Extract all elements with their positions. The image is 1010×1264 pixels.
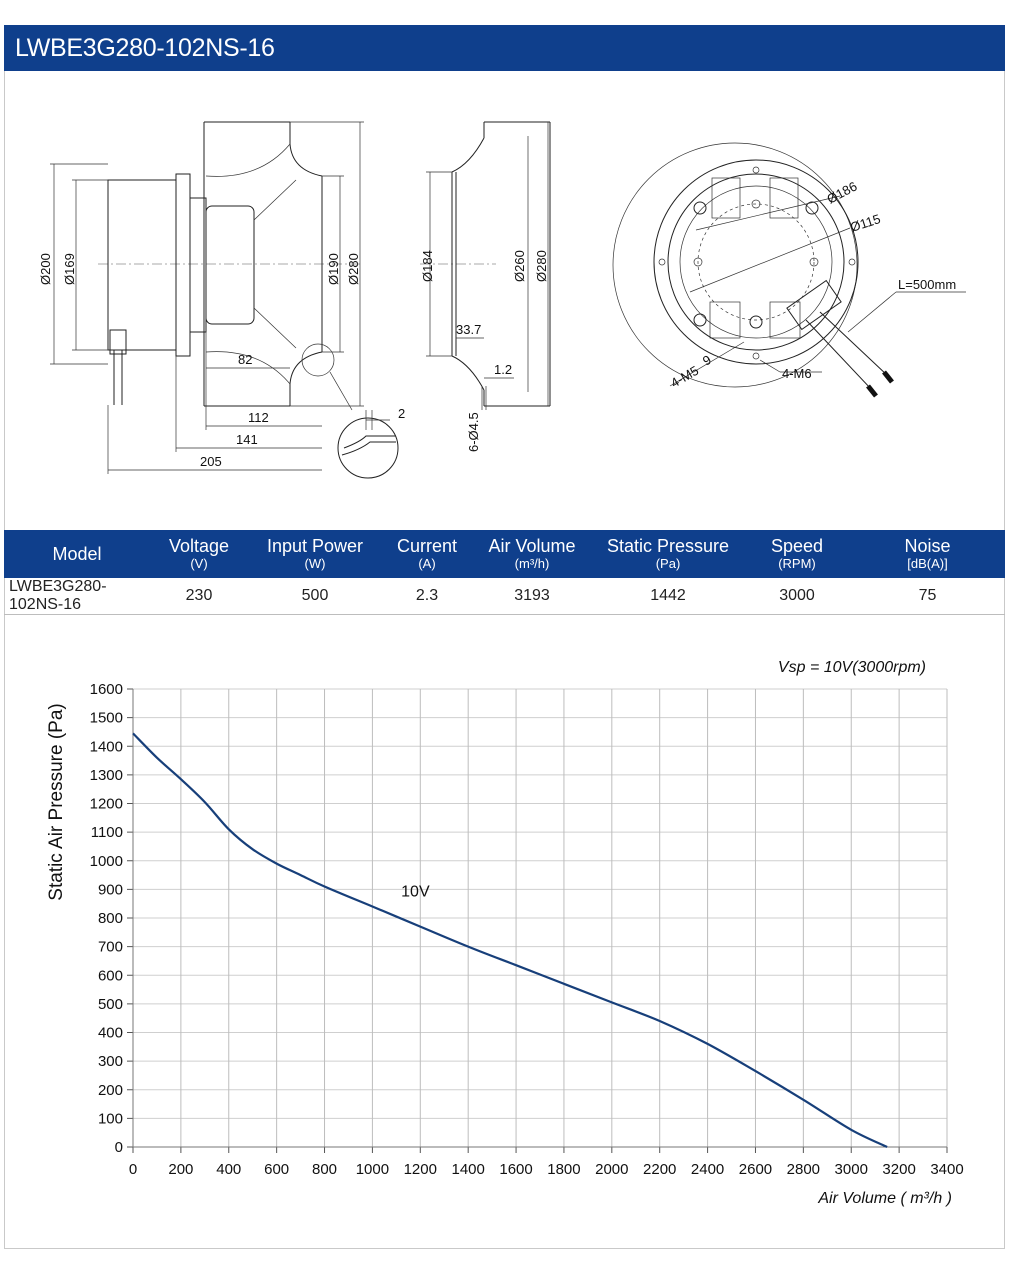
x-tick-label: 1400 <box>451 1161 484 1178</box>
y-axis-label: Static Air Pressure (Pa) <box>46 703 67 900</box>
y-tick-label: 1600 <box>90 681 123 698</box>
x-tick-label: 3000 <box>835 1161 868 1178</box>
x-tick-label: 2000 <box>595 1161 628 1178</box>
dimension-drawing: Ø200 Ø169 Ø190 Ø280 82 112 141 205 2 <box>38 121 966 479</box>
y-tick-label: 400 <box>98 1025 123 1042</box>
x-tick-label: 3200 <box>882 1161 915 1178</box>
dim-thread-m6: 4-M6 <box>782 366 812 381</box>
x-tick-label: 2800 <box>787 1161 820 1178</box>
spec-header-row: Model Voltage(V) Input Power(W) Current(… <box>4 530 1005 578</box>
y-tick-label: 0 <box>115 1139 123 1156</box>
y-tick-label: 500 <box>98 996 123 1013</box>
dim-dia-280: Ø280 <box>346 253 361 285</box>
cell-input-power: 500 <box>248 578 382 615</box>
dim-len-82: 82 <box>238 352 252 367</box>
y-tick-label: 200 <box>98 1082 123 1099</box>
series-label: 10V <box>401 884 430 901</box>
cell-air-volume: 3193 <box>472 578 592 615</box>
y-tick-label: 1400 <box>90 738 123 755</box>
dim-thread-m5: 4-M5 <box>668 363 701 391</box>
dim-dia-280-inlet: Ø280 <box>534 250 549 282</box>
y-tick-label: 900 <box>98 881 123 898</box>
series-line-10v <box>132 732 888 1148</box>
dim-depth-9: 9 <box>700 352 714 369</box>
y-tick-label: 1500 <box>90 710 123 727</box>
dim-holes: 6-Ø4.5 <box>466 412 481 452</box>
dim-dia-115: Ø115 <box>848 211 882 235</box>
table-row: LWBE3G280-102NS-16 230 500 2.3 3193 1442… <box>4 578 1005 615</box>
x-tick-label: 800 <box>312 1161 337 1178</box>
spec-table: Model Voltage(V) Input Power(W) Current(… <box>4 530 1005 615</box>
x-tick-label: 1200 <box>404 1161 437 1178</box>
cell-model: LWBE3G280-102NS-16 <box>4 578 150 615</box>
y-tick-label: 800 <box>98 910 123 927</box>
x-tick-labels: 0 200 400 600 800 1000 1200 1400 1600 1800 2000 220… <box>129 1161 964 1178</box>
y-tick-labels: 0 100 200 300 400 500 600 700 800 900 1000 1100 1200… <box>90 681 123 1156</box>
col-static-pressure: Static Pressure(Pa) <box>592 530 744 578</box>
x-tick-label: 200 <box>168 1161 193 1178</box>
dim-len-33-7: 33.7 <box>456 322 481 337</box>
x-tick-label: 400 <box>216 1161 241 1178</box>
x-tick-label: 1000 <box>356 1161 389 1178</box>
y-tick-label: 300 <box>98 1053 123 1070</box>
y-tick-label: 100 <box>98 1110 123 1127</box>
inlet-view: Ø184 Ø260 Ø280 33.7 1.2 6-Ø4.5 <box>420 121 551 452</box>
dim-len-2: 2 <box>398 406 405 421</box>
x-tick-label: 0 <box>129 1161 137 1178</box>
cell-voltage: 230 <box>150 578 248 615</box>
col-model: Model <box>4 530 150 578</box>
x-tick-label: 3400 <box>930 1161 963 1178</box>
x-tick-label: 1800 <box>547 1161 580 1178</box>
cell-static-pressure: 1442 <box>592 578 744 615</box>
dim-dia-186: Ø186 <box>824 178 859 206</box>
cell-noise: 75 <box>850 578 1005 615</box>
chart-grid <box>127 688 948 1153</box>
y-tick-label: 1300 <box>90 767 123 784</box>
y-tick-label: 1100 <box>91 824 123 841</box>
x-tick-label: 2400 <box>691 1161 724 1178</box>
col-input-power: Input Power(W) <box>248 530 382 578</box>
y-tick-label: 700 <box>98 939 123 956</box>
y-tick-label: 1200 <box>90 796 123 813</box>
page-title: LWBE3G280-102NS-16 <box>4 25 1005 71</box>
x-tick-label: 2600 <box>739 1161 772 1178</box>
dim-dia-260: Ø260 <box>512 250 527 282</box>
col-voltage: Voltage(V) <box>150 530 248 578</box>
x-tick-label: 2200 <box>643 1161 676 1178</box>
dim-cable-length: L=500mm <box>898 277 956 292</box>
dim-dia-184: Ø184 <box>420 250 435 282</box>
side-view: Ø200 Ø169 Ø190 Ø280 82 112 141 205 2 <box>38 121 405 479</box>
x-tick-label: 600 <box>264 1161 289 1178</box>
dim-dia-169: Ø169 <box>62 253 77 285</box>
col-noise: Noise[dB(A)] <box>850 530 1005 578</box>
dim-dia-190: Ø190 <box>326 253 341 285</box>
dim-len-1-2: 1.2 <box>494 362 512 377</box>
col-speed: Speed(RPM) <box>744 530 850 578</box>
dim-len-141: 141 <box>236 432 258 447</box>
x-tick-label: 1600 <box>499 1161 532 1178</box>
performance-chart: 0 100 200 300 400 500 600 700 800 900 1000 1100 1200… <box>46 659 964 1207</box>
cell-current: 2.3 <box>382 578 472 615</box>
dim-dia-200: Ø200 <box>38 253 53 285</box>
chart-series: 10V <box>132 732 888 1148</box>
chart-annotation: Vsp = 10V(3000rpm) <box>778 659 926 676</box>
x-axis-label: Air Volume ( m³/h ) <box>817 1190 952 1207</box>
cell-speed: 3000 <box>744 578 850 615</box>
dim-len-112: 112 <box>248 410 269 425</box>
col-air-volume: Air Volume(m³/h) <box>472 530 592 578</box>
y-tick-label: 1000 <box>90 853 123 870</box>
y-tick-label: 600 <box>98 967 123 984</box>
rear-view: Ø186 Ø115 L=500mm 4-M5 9 4-M6 <box>612 142 966 398</box>
col-current: Current(A) <box>382 530 472 578</box>
dim-len-205: 205 <box>200 454 222 469</box>
